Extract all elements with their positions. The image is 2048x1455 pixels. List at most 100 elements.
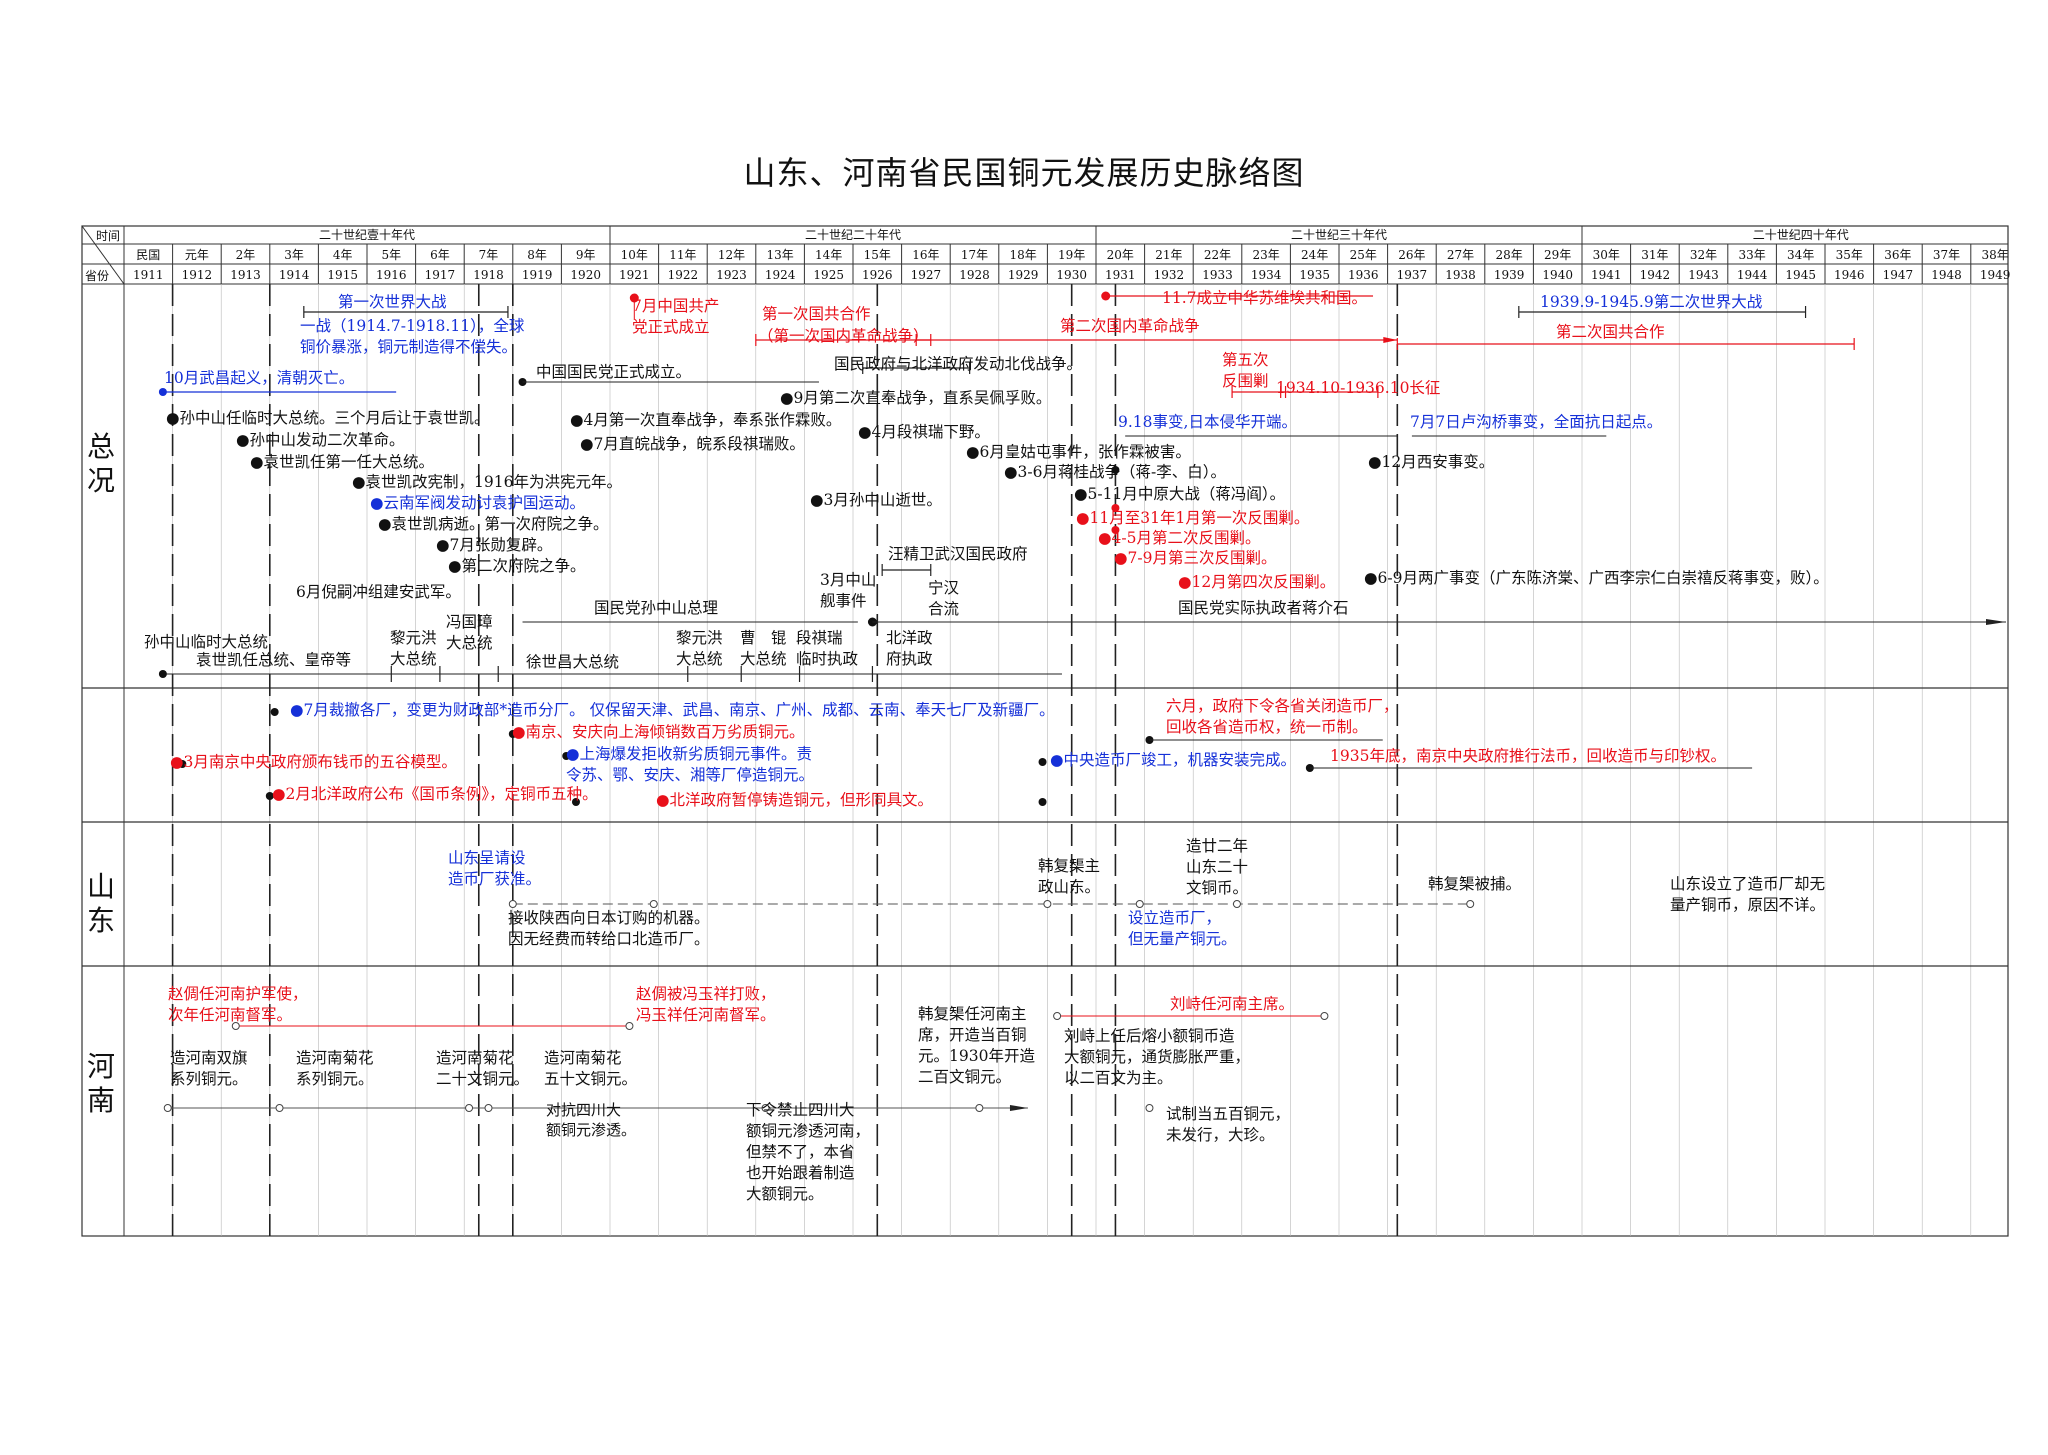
- row-label-henan: 河南: [86, 1050, 115, 1117]
- header-western-year-6: 1917: [425, 268, 456, 282]
- header-western-year-14: 1925: [813, 268, 844, 282]
- event-cpc-founding: 7月中国共产 党正式成立: [632, 297, 720, 336]
- ring-henan-3: [484, 1104, 493, 1112]
- policy-central-mint: ●中央造币厂竣工，机器安装完成。: [1050, 751, 1297, 769]
- policy-fabi: 1935年底，南京中央政府推行法币，回收造币与印钞权。: [1330, 747, 1726, 765]
- shandong-machines: 接收陕西向日本订购的机器。 因无经费而转给口北造币厂。: [508, 909, 710, 948]
- policy-feb-regulation: ●2月北洋政府公布《国币条例》，定铜币五种。: [272, 785, 598, 803]
- header-western-year-21: 1932: [1154, 268, 1185, 282]
- event-zhifeng1: ●4月第一次直奉战争，奉系张作霖败。: [570, 411, 842, 429]
- header-republic-year-21: 21年: [1155, 248, 1182, 262]
- president-li1: 黎元洪 大总统: [390, 629, 437, 668]
- ring-henan-5: [975, 1104, 984, 1112]
- header-western-year-3: 1914: [279, 268, 310, 282]
- event-kmt-chiang: 国民党实际执政者蒋介石: [1178, 599, 1349, 617]
- header-western-year-9: 1920: [570, 268, 601, 282]
- header-republic-year-9: 9年: [576, 248, 596, 262]
- ring-shandong-1: [649, 900, 658, 908]
- ring-shandong-2: [1043, 900, 1052, 908]
- header-republic-year-2: 2年: [236, 248, 256, 262]
- event-second-revolution: ●孙中山发动二次革命。: [236, 431, 405, 449]
- header-western-year-13: 1924: [765, 268, 796, 282]
- henan-zhao-appoint: 赵倜任河南护军使， 次年任河南督军。: [168, 985, 308, 1024]
- policy-nanjing-shanghai: ●南京、安庆向上海倾销数百万劣质铜元。: [512, 723, 805, 741]
- header-republic-year-25: 25年: [1350, 248, 1377, 262]
- header-western-year-15: 1926: [862, 268, 893, 282]
- ring-shandong-0: [508, 900, 517, 908]
- ring-shandong-4: [1232, 900, 1241, 908]
- president-duan: 段祺瑞 临时执政: [796, 629, 859, 668]
- header-western-year-23: 1934: [1251, 268, 1282, 282]
- header-republic-year-33: 33年: [1738, 248, 1765, 262]
- header-western-year-4: 1915: [327, 268, 358, 282]
- event-wang-wuhan: 汪精卫武汉国民政府: [888, 545, 1028, 563]
- event-mukden: 9.18事变,日本侵华开端。: [1118, 413, 1297, 431]
- header-republic-year-8: 8年: [527, 248, 547, 262]
- event-first-fuyuan: ●袁世凯病逝。第一次府院之争。: [378, 515, 609, 533]
- henan-double-flag: 造河南双旗 系列铜元。: [170, 1049, 248, 1088]
- event-first-encirclement: ●11月至31年1月第一次反围剿。: [1076, 509, 1310, 527]
- header-republic-year-26: 26年: [1398, 248, 1425, 262]
- header-western-year-29: 1940: [1542, 268, 1573, 282]
- header-republic-year-10: 10年: [621, 248, 648, 262]
- header-western-year-7: 1918: [473, 268, 504, 282]
- event-second-revolutionary-war: 第二次国内革命战争: [1060, 317, 1200, 335]
- president-feng: 冯国璋 大总统: [446, 613, 493, 652]
- header-republic-year-38: 38年: [1981, 248, 2008, 262]
- header-western-year-18: 1929: [1008, 268, 1039, 282]
- event-long-march: 1934.10-1936.10长征: [1276, 379, 1441, 397]
- ring-henan-1: [275, 1104, 284, 1112]
- president-cao: 曹 锟 大总统: [740, 629, 787, 668]
- event-ww1: 第一次世界大战: [338, 293, 447, 311]
- header-western-year-34: 1945: [1785, 268, 1816, 282]
- header-western-year-25: 1936: [1348, 268, 1379, 282]
- header-western-year-36: 1947: [1883, 268, 1914, 282]
- header-decade-3: 二十世纪四十年代: [1753, 228, 1849, 242]
- dot-zhongyuan: [1111, 466, 1120, 474]
- event-zhongyuan: ●5-11月中原大战（蒋冯阎）。: [1074, 485, 1286, 503]
- header-western-year-16: 1927: [911, 268, 942, 282]
- event-fifth-encirclement: 第五次 反围剿: [1222, 351, 1269, 390]
- dot-policy-feb: [265, 792, 274, 800]
- header-republic-year-5: 5年: [381, 248, 401, 262]
- header-western-year-1: 1912: [182, 268, 213, 282]
- henan-five-hundred: 试制当五百铜元， 未发行，大珍。: [1166, 1105, 1291, 1144]
- dot-policy-jul1914: [270, 708, 279, 716]
- header-western-year-32: 1943: [1688, 268, 1719, 282]
- header-republic-year-0: 民国: [136, 248, 160, 262]
- henan-chrysanthemum: 造河南菊花 系列铜元。: [296, 1049, 374, 1088]
- header-western-year-17: 1928: [959, 268, 990, 282]
- henan-twenty-copper: 造河南菊花 二十文铜元。: [436, 1049, 530, 1088]
- header-republic-year-36: 36年: [1884, 248, 1911, 262]
- header-republic-year-1: 元年: [185, 248, 209, 262]
- president-li2: 黎元洪 大总统: [676, 629, 723, 668]
- ring-henan-4: [761, 1104, 770, 1112]
- header-western-year-38: 1949: [1980, 268, 2011, 282]
- header-western-year-12: 1923: [716, 268, 747, 282]
- event-second-united-front: 第二次国共合作: [1556, 323, 1665, 341]
- event-northern-expedition: 国民政府与北洋政府发动北伐战争。: [834, 355, 1083, 373]
- header-western-year-5: 1916: [376, 268, 407, 282]
- page-title: 山东、河南省民国铜元发展历史脉络图: [743, 154, 1305, 192]
- header-republic-year-24: 24年: [1301, 248, 1328, 262]
- header-western-year-33: 1944: [1737, 268, 1768, 282]
- header-western-year-30: 1941: [1591, 268, 1622, 282]
- header-western-year-31: 1942: [1640, 268, 1671, 282]
- ring-henan-liu-start: [1053, 1012, 1062, 1020]
- corner-diagonal: [81, 225, 125, 285]
- arrow-henan: [1009, 1105, 1028, 1111]
- header-republic-year-22: 22年: [1204, 248, 1231, 262]
- header-republic-year-3: 3年: [284, 248, 304, 262]
- header-western-year-8: 1919: [522, 268, 553, 282]
- header-western-year-24: 1935: [1299, 268, 1330, 282]
- event-marco-polo: 7月7日卢沟桥事变，全面抗日起点。: [1410, 413, 1663, 431]
- dot-president-sun: [158, 670, 167, 678]
- event-yuan-president: ●袁世凯任第一任大总统。: [250, 453, 435, 471]
- ring-henan-2: [465, 1104, 474, 1112]
- header-western-year-22: 1933: [1202, 268, 1233, 282]
- header-western-year-27: 1938: [1445, 268, 1476, 282]
- event-ww2: 1939.9-1945.9第二次世界大战: [1540, 293, 1763, 311]
- header-western-year-19: 1930: [1056, 268, 1087, 282]
- header-western-year-2: 1913: [230, 268, 261, 282]
- event-third-encirclement: ●7-9月第三次反围剿。: [1114, 549, 1277, 567]
